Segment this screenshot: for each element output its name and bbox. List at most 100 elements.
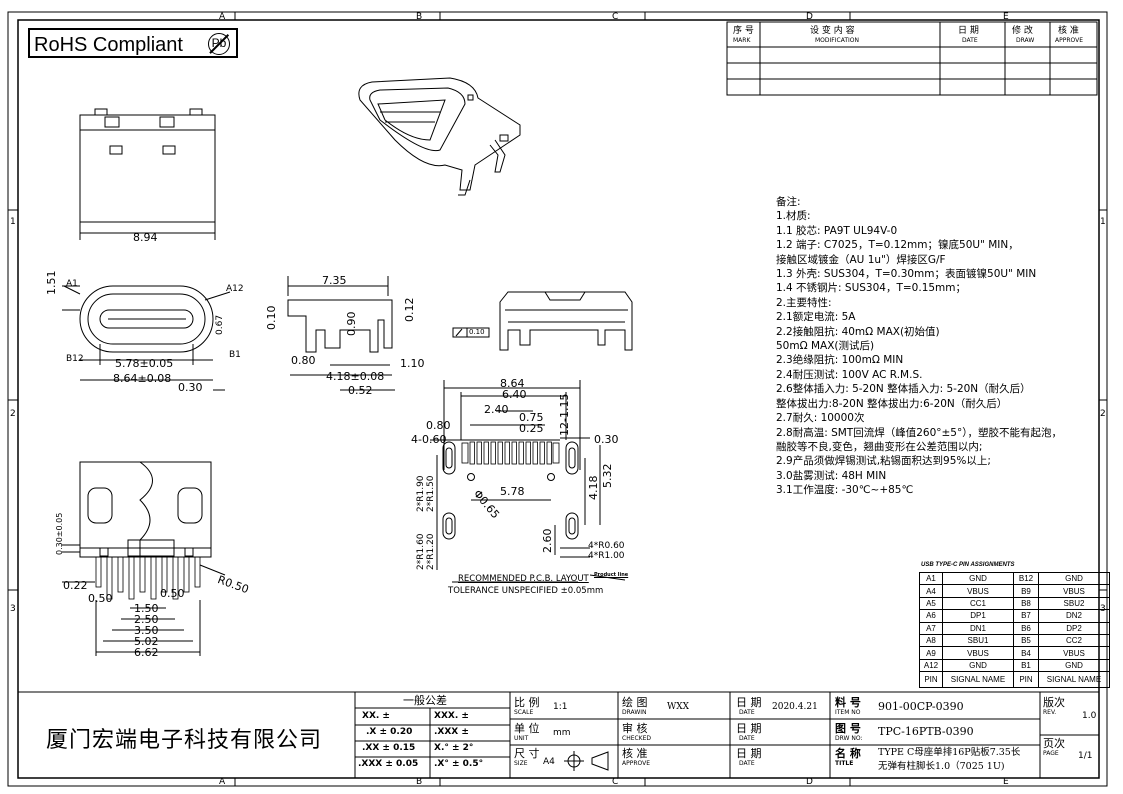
- rohs-label: RoHS Compliant: [34, 34, 183, 56]
- tol-r2c2: .XXX ±: [434, 727, 469, 737]
- date-val: 2020.4.21: [772, 702, 818, 712]
- note-line: 1.2 端子: C7025，T=0.12mm；镍底50U" MIN，: [776, 239, 1019, 252]
- dim-0-90: 0.90: [345, 311, 358, 337]
- scale-val: 1:1: [553, 702, 568, 712]
- label-b1: B1: [229, 350, 241, 360]
- note-line: 2.6整体插入力: 5-20N 整体插入力: 5-20N（耐久后）: [776, 383, 1031, 396]
- dim-1-51: 1.51: [45, 270, 58, 296]
- note-line: 2.主要特性:: [776, 296, 832, 309]
- name-val-2: 无弹有柱脚长1.0（7025 1U): [878, 761, 1005, 772]
- rev-mark-en: MARK: [733, 37, 751, 44]
- top-view: [79, 108, 216, 240]
- tol-r1c1: XX. ±: [362, 711, 390, 721]
- dim-b-1-50: 1.50: [134, 602, 159, 615]
- approve-cn: 核 准: [622, 747, 648, 760]
- grid-col-c: C: [612, 12, 619, 22]
- item-val: 901-00CP-0390: [878, 700, 964, 713]
- tol-r2c1: .X ± 0.20: [366, 727, 413, 737]
- date-cn-1: 日 期: [736, 696, 762, 709]
- cell: B8: [1013, 596, 1039, 611]
- unit-val: mm: [553, 728, 571, 738]
- drw-val: TPC-16PTB-0390: [878, 725, 974, 738]
- note-line: 1.4 不锈钢片: SUS304，T=0.15mm；: [776, 282, 967, 295]
- cell: GND: [1038, 658, 1110, 673]
- notes: 备注: 1.材质: 1.1 胶芯: PA9T UL94V-0 1.2 端子: C…: [776, 195, 1062, 498]
- pcb-0-25: 0.25: [519, 422, 544, 435]
- cell: CC1: [942, 596, 1014, 611]
- dim-4-18: 4.18±0.08: [326, 370, 385, 383]
- cell: PIN: [919, 671, 943, 689]
- dim-b-6-62: 6.62: [134, 646, 159, 659]
- pcb-8-64: 8.64: [500, 377, 525, 390]
- note-line: 2.3绝缘阻抗: 100mΩ MIN: [776, 354, 904, 367]
- cell: SBU1: [942, 633, 1014, 648]
- cell: B6: [1013, 621, 1039, 635]
- cell: A12: [919, 658, 943, 673]
- grid-row-2-right: 2: [1100, 409, 1106, 419]
- cell: A5: [919, 596, 943, 611]
- note-line: 1.材质:: [776, 210, 811, 223]
- date-cn-2: 日 期: [736, 722, 762, 735]
- drawn-cn: 绘 图: [622, 696, 648, 709]
- cell: SIGNAL NAME: [942, 671, 1014, 689]
- title-block: [18, 691, 1099, 778]
- pcb-0-30: 0.30: [594, 433, 619, 446]
- size-val: A4: [543, 757, 555, 767]
- drawn-val: WXX: [667, 702, 690, 712]
- pcb-4-060: 4-0.60: [411, 433, 447, 446]
- rev-draw-en: DRAW: [1016, 37, 1035, 44]
- pcb-title: RECOMMENDED P.C.B. LAYOUT: [458, 574, 589, 584]
- cell: VBUS: [1038, 584, 1110, 598]
- dim-0-12: 0.12: [403, 297, 416, 323]
- unit-cn: 单 位: [514, 722, 540, 735]
- rev-val: 1.0: [1082, 711, 1097, 721]
- cell: CC2: [1038, 633, 1110, 648]
- pcb-4-18: 4.18: [587, 475, 600, 501]
- cell: PIN: [1013, 671, 1039, 689]
- size-en: SIZE: [514, 760, 528, 767]
- tol-r3c2: X.° ± 2°: [434, 743, 474, 753]
- flatness-value: 0.10: [469, 328, 485, 336]
- name-en: TITLE: [835, 760, 854, 767]
- rohs-badge: RoHS Compliant Pb: [28, 28, 238, 58]
- dim-front-width: 7.35: [322, 274, 347, 287]
- rev-mod-en: MODIFICATION: [815, 37, 859, 44]
- page-cn: 页次: [1043, 737, 1065, 750]
- inner-border: [17, 19, 1100, 779]
- item-en: ITEM NO: [835, 709, 861, 716]
- cell: B5: [1013, 633, 1039, 648]
- grid-col-a-bottom: A: [219, 777, 226, 787]
- dim-b-0-50b: 0.50: [160, 587, 185, 600]
- rev-cn: 版次: [1043, 696, 1065, 709]
- dim-0-30: 0.30: [178, 381, 203, 394]
- bottom-view: [62, 461, 226, 656]
- tol-r3c1: .XX ± 0.15: [362, 743, 416, 753]
- grid-col-e: E: [1003, 12, 1009, 22]
- note-line: 融胶等不良,变色，翘曲变形在公差范围以内;: [776, 440, 983, 453]
- cell: SIGNAL NAME: [1038, 671, 1110, 689]
- rev-en: REV.: [1043, 709, 1057, 716]
- dim-b-2-50: 2.50: [134, 613, 159, 626]
- cell: GND: [1038, 571, 1110, 586]
- page-val: 1/1: [1078, 751, 1093, 761]
- note-line: 3.1工作温度: -30℃~+85℃: [776, 484, 914, 497]
- grid-row-3: 3: [10, 604, 16, 614]
- iso-view: [358, 77, 521, 196]
- cell: VBUS: [1038, 646, 1110, 660]
- note-line: 3.0盐雾测试: 48H MIN: [776, 469, 887, 482]
- dim-b-0-30: 0.30±0.05: [55, 512, 64, 555]
- pcb-layout: [430, 380, 626, 583]
- tol-r1c2: XXX. ±: [434, 711, 469, 721]
- dim-b-0-22: 0.22: [63, 579, 88, 592]
- dim-b-3-50: 3.50: [134, 624, 159, 637]
- pcb-2r190: 2*R1.90: [416, 475, 426, 512]
- rev-approve-en: APPROVE: [1055, 37, 1084, 44]
- note-line: 接触区域镀金（AU 1u"）焊接区G/F: [776, 253, 946, 266]
- revision-table: [726, 21, 1098, 96]
- note-line: 整体拔出力:8-20N 整体拔出力:6-20N（耐久后）: [776, 397, 1008, 410]
- side-view: [287, 276, 395, 391]
